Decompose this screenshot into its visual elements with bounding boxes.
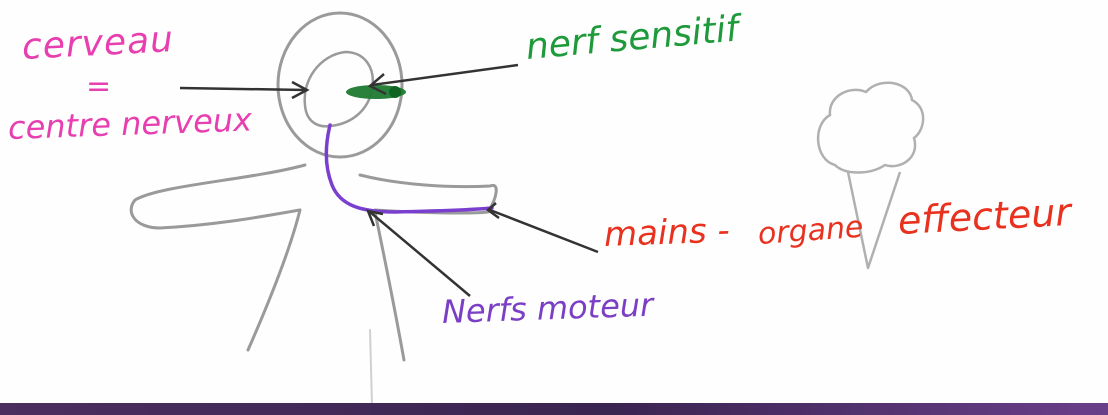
torso-left [246, 208, 302, 352]
ice-cream-scoop [816, 81, 925, 174]
motor-nerves-label: Nerfs moteur [441, 285, 654, 331]
leg-faint [369, 329, 373, 406]
left-arm [129, 163, 307, 230]
eye-dot [389, 86, 401, 98]
arrow-to-hand [485, 202, 599, 254]
motor-nerve-line [324, 123, 494, 214]
right-arm [358, 173, 498, 215]
torso-right [373, 210, 406, 362]
brain-label: cerveau [20, 19, 175, 68]
ice-cream-cone [846, 171, 902, 270]
hands-label: mains - [603, 210, 731, 255]
head-outline [276, 11, 404, 159]
nerve-center-label: centre nerveux [7, 100, 253, 147]
equals-sign: = [86, 69, 112, 104]
arrow-to-brain [179, 80, 310, 100]
effector-label: effecteur [896, 189, 1072, 243]
arrow-to-motor-nerve [365, 209, 471, 297]
bottom-strip [0, 403, 1108, 415]
arrow-to-sensory-nerve [367, 63, 519, 96]
organ-label: organe [756, 209, 865, 252]
